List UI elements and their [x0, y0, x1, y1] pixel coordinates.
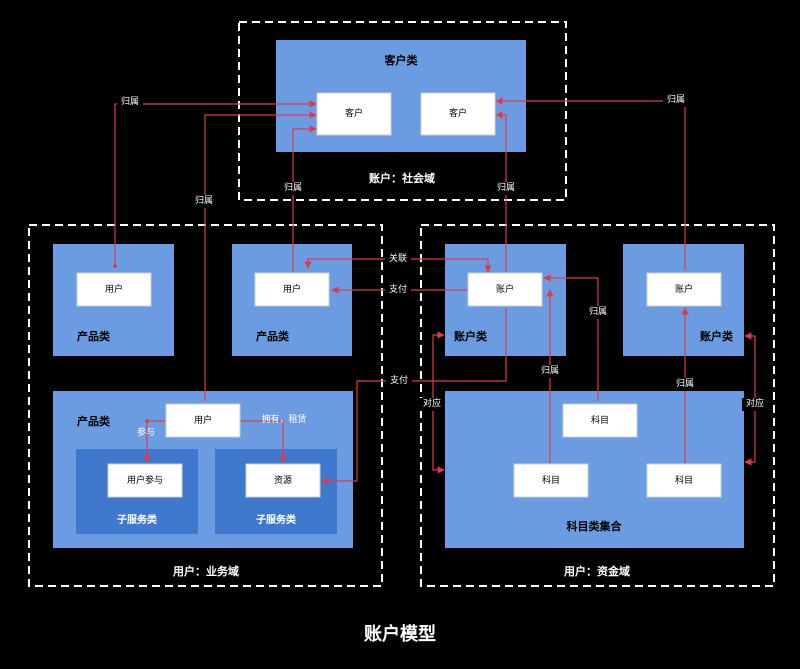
node-resource[interactable]: 资源	[245, 463, 321, 498]
fund-domain-title: 用户：资金域	[564, 564, 630, 578]
node-user-participate[interactable]: 用户参与	[107, 463, 183, 498]
node-subject-1[interactable]: 科目	[562, 403, 638, 438]
edge-subject1-account1	[543, 274, 599, 401]
node-account-2-label: 账户	[675, 283, 693, 295]
node-customer-1[interactable]: 客户	[316, 92, 392, 136]
edge-label-belong-7: 归属	[541, 364, 559, 376]
edge-user2-customer1	[292, 125, 317, 272]
node-subject-3-label: 科目	[675, 474, 693, 486]
node-user-2[interactable]: 用户	[254, 272, 330, 307]
node-account-1[interactable]: 账户	[467, 272, 543, 307]
edge-label-pay-1: 支付	[389, 283, 407, 295]
edge-user3-customer1	[204, 111, 317, 401]
node-subject-2-label: 科目	[542, 474, 560, 486]
subject-set-title: 科目类集合	[567, 519, 623, 533]
social-domain-title: 账户：社会域	[369, 171, 435, 185]
edge-label-relate: 关联	[389, 252, 407, 264]
account-class-title-2: 账户类	[700, 329, 734, 343]
product-class-title-2: 产品类	[256, 329, 290, 343]
edge-label-belong-3: 归属	[284, 181, 302, 193]
node-account-2[interactable]: 账户	[646, 272, 722, 307]
node-user-1[interactable]: 用户	[76, 272, 152, 307]
edge-label-own-rent: 拥有，租赁	[261, 413, 306, 425]
product-class-title-1: 产品类	[77, 329, 111, 343]
node-resource-label: 资源	[274, 475, 292, 486]
sub-service-title-2: 子服务类	[256, 513, 296, 526]
product-class-title-3: 产品类	[77, 414, 111, 428]
node-subject-1-label: 科目	[591, 414, 609, 426]
node-subject-3[interactable]: 科目	[646, 463, 722, 498]
node-customer-1-label: 客户	[345, 107, 363, 119]
diagram-title: 账户模型	[364, 623, 436, 645]
social-domain-frame	[238, 21, 567, 201]
edge-user1-customer1	[113, 100, 317, 268]
business-domain-title: 用户：业务域	[173, 564, 239, 578]
fund-domain-frame	[420, 224, 775, 587]
edge-label-belong-8: 归属	[676, 377, 694, 389]
node-user-2-label: 用户	[283, 283, 301, 295]
edge-label-pay-2: 支付	[390, 374, 408, 386]
edge-label-participate: 参与	[137, 426, 155, 438]
node-account-1-label: 账户	[496, 283, 514, 295]
edge-account1-customer2	[495, 111, 507, 272]
edge-label-belong-4: 归属	[497, 181, 515, 193]
edge-label-belong-5: 归属	[667, 93, 685, 105]
node-customer-2[interactable]: 客户	[420, 92, 496, 136]
node-customer-2-label: 客户	[449, 107, 467, 119]
node-user-1-label: 用户	[105, 283, 123, 295]
node-user-3-label: 用户	[194, 414, 212, 426]
edge-pay-2	[321, 308, 507, 485]
edge-label-belong-6: 归属	[589, 305, 607, 317]
node-user-3[interactable]: 用户	[165, 403, 241, 438]
edge-label-correspond-2: 对应	[746, 397, 764, 409]
edge-label-correspond-1: 对应	[423, 397, 441, 409]
node-subject-2[interactable]: 科目	[513, 463, 589, 498]
account-class-title-1: 账户类	[454, 329, 488, 343]
edge-own-rent	[241, 420, 287, 463]
node-user-participate-label: 用户参与	[127, 474, 163, 486]
edge-label-belong-1: 归属	[121, 95, 139, 107]
customer-class-title: 客户类	[384, 53, 419, 67]
sub-service-title-1: 子服务类	[117, 513, 157, 526]
edge-label-belong-2: 归属	[195, 194, 213, 206]
